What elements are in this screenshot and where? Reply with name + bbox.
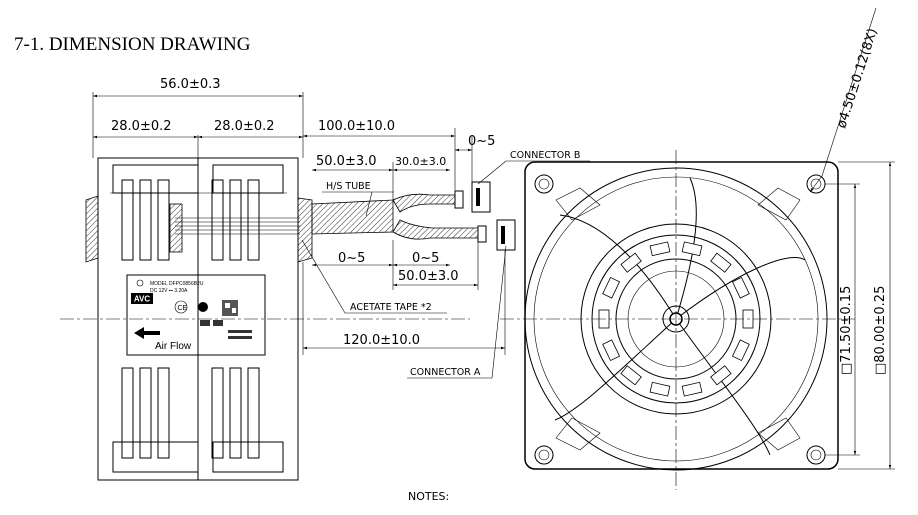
callout-connector-b-text: CONNECTOR B (510, 150, 580, 161)
dim-half-left: 28.0±0.2 (111, 119, 172, 134)
dim-hole-spacing: □71.50±0.15 (839, 286, 854, 375)
callout-hs-tube: H/S TUBE (322, 181, 394, 217)
product-label: MODEL DFPC0856B2U DC 12V ⎓ 3.20A AVC CE … (126, 274, 266, 356)
callout-acetate-tape-text: ACETATE TAPE *2 (350, 302, 432, 313)
hub-slot (602, 339, 621, 362)
cable-bundle (311, 181, 516, 251)
label-ratings: DC 12V ⎓ 3.20A (150, 288, 188, 294)
dim-frame-size: □80.00±0.25 (873, 286, 888, 375)
hub-slot (649, 381, 671, 397)
hub-slot (710, 252, 732, 273)
dim-lower-lead: 50.0±3.0 (398, 269, 459, 284)
label-airflow: Air Flow (155, 341, 192, 352)
hub-slot (681, 381, 703, 397)
dim-tol-bottom-left: 0~5 (338, 251, 365, 266)
callout-connector-a-text: CONNECTOR A (410, 367, 481, 378)
dimension-lines-lower (302, 240, 506, 355)
hub-slot (681, 241, 703, 257)
notes-heading: NOTES: (408, 490, 449, 503)
hub-slot (731, 276, 750, 299)
dim-lead-length: 100.0±10.0 (318, 119, 395, 134)
dim-tol-bottom-right: 0~5 (412, 251, 439, 266)
callout-connector-b: CONNECTOR B (477, 150, 590, 185)
dim-hole-diameter: ø4.50±0.12(8X) (834, 27, 880, 131)
hub-slot (620, 252, 642, 273)
fan-front-view (500, 150, 855, 490)
label-brand: AVC (134, 295, 151, 304)
dim-half-right: 28.0±0.2 (214, 119, 275, 134)
airflow-arrow-icon (134, 327, 160, 339)
hub-slot (620, 365, 642, 386)
front-dimension-lines (809, 7, 895, 470)
callout-connector-a: CONNECTOR A (407, 245, 507, 379)
dim-tube-length: 50.0±3.0 (316, 154, 377, 169)
label-model: MODEL DFPC0856B2U (150, 281, 204, 287)
fan-side-view (60, 157, 470, 481)
dim-tube-to-conn: 30.0±3.0 (395, 155, 446, 168)
svg-text:CE: CE (178, 305, 188, 312)
dimension-lines-top (92, 92, 473, 200)
callout-acetate-tape: ACETATE TAPE *2 (301, 239, 447, 314)
hub-slot (731, 339, 750, 362)
callout-hs-tube-text: H/S TUBE (326, 181, 371, 192)
dim-overall-width: 56.0±0.3 (160, 77, 221, 92)
hub-slot (710, 365, 732, 386)
dim-total-lead: 120.0±10.0 (343, 333, 420, 348)
dim-tol-top: 0~5 (468, 134, 495, 149)
hub-slot (602, 276, 621, 299)
page-title: 7-1. DIMENSION DRAWING (14, 34, 251, 55)
hub-slot (649, 241, 671, 257)
